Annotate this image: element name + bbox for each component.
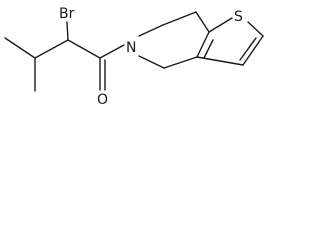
bond-ch2-ch2-top <box>162 11 197 26</box>
atom-oxygen: O <box>97 92 108 108</box>
structure-diagram: Br N O S <box>0 0 278 132</box>
bond-ch-chbr <box>34 39 69 59</box>
bond-carbonyl-n <box>99 44 125 59</box>
bonds <box>4 11 264 92</box>
bond-c2-c3-1 <box>242 35 264 66</box>
molecule-drawing: Br N O S <box>4 6 264 108</box>
bond-ch2-c7a <box>195 11 210 33</box>
bond-n-ch2-bottom <box>138 55 165 69</box>
atom-nitrogen: N <box>126 40 136 56</box>
bond-c7a-s <box>208 17 233 33</box>
atom-bromine: Br <box>59 6 75 22</box>
bond-n-ch2-top <box>138 24 164 37</box>
bond-s-c2 <box>247 21 264 37</box>
atom-sulfur: S <box>234 9 243 25</box>
bond-fused-1 <box>196 31 210 58</box>
bond-ch2-c3a <box>163 56 198 69</box>
bond-c3-c3a <box>196 56 244 66</box>
bond-methyl-left <box>4 37 36 59</box>
bond-c-br <box>66 21 69 41</box>
bond-c2-c3-2 <box>239 37 257 61</box>
bond-fused-2 <box>203 39 214 59</box>
bond-chbr-carbonyl <box>67 39 101 59</box>
